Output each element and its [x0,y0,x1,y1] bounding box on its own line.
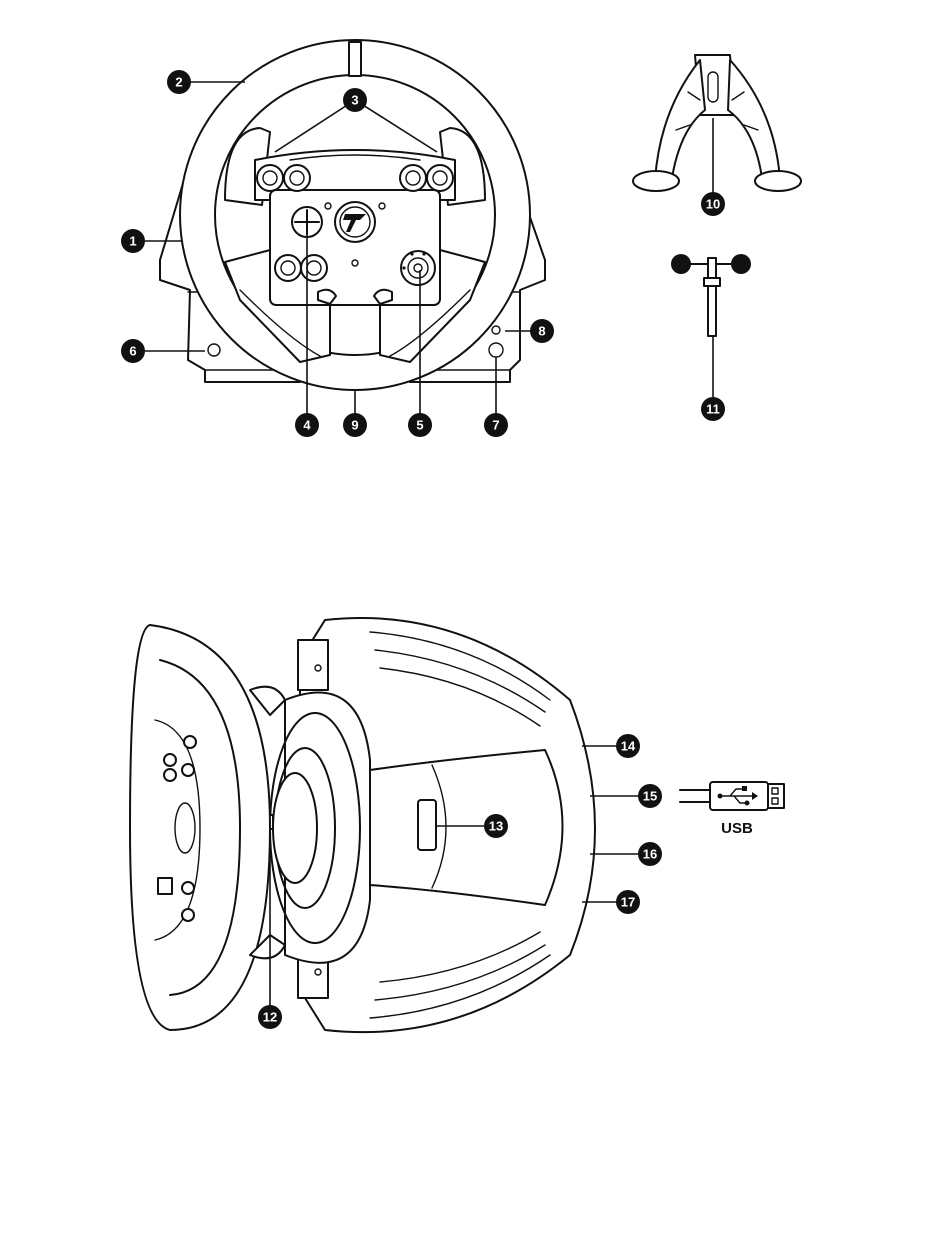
callout-1: 1 [121,229,145,253]
callout-12: 12 [258,1005,282,1029]
mounting-clamp [633,55,801,191]
callout-5: 5 [408,413,432,437]
svg-text:1: 1 [129,234,136,249]
svg-text:10: 10 [706,197,720,212]
callout-15: 15 [638,784,662,808]
svg-text:13: 13 [489,819,503,834]
usb-plug [680,782,784,810]
svg-text:7: 7 [492,418,499,433]
svg-text:14: 14 [621,739,636,754]
svg-text:6: 6 [129,344,136,359]
callout-3: 3 [343,88,367,112]
svg-text:16: 16 [643,847,657,862]
wheel-side-view [130,618,595,1032]
callout-9: 9 [343,413,367,437]
fixing-screw [671,254,751,336]
svg-text:5: 5 [416,418,423,433]
svg-text:15: 15 [643,789,657,804]
callout-14: 14 [616,734,640,758]
svg-text:12: 12 [263,1010,277,1025]
callout-13: 13 [484,814,508,838]
svg-text:4: 4 [303,418,311,433]
callout-2: 2 [167,70,191,94]
svg-text:11: 11 [706,402,720,417]
callout-11: 11 [701,397,725,421]
svg-text:17: 17 [621,895,635,910]
callout-17: 17 [616,890,640,914]
rim-top-marker [349,42,361,76]
svg-text:9: 9 [351,418,358,433]
callout-6: 6 [121,339,145,363]
rotary-selector[interactable] [401,251,435,285]
base-connector[interactable] [418,800,436,850]
svg-text:2: 2 [175,75,182,90]
svg-text:3: 3 [351,93,358,108]
usb-label: USB [721,820,753,837]
callout-8: 8 [530,319,554,343]
callout-16: 16 [638,842,662,866]
callout-10: 10 [701,192,725,216]
brand-logo [335,202,375,242]
callout-4: 4 [295,413,319,437]
callout-7: 7 [484,413,508,437]
svg-text:8: 8 [538,324,545,339]
